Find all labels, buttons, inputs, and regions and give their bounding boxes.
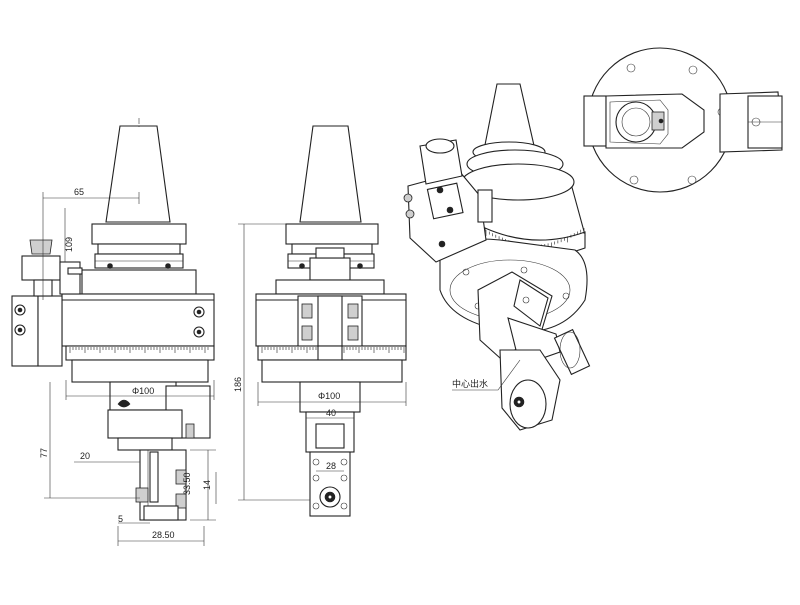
middle-flange: [285, 223, 379, 245]
dim-20: 20: [80, 451, 90, 461]
left-side-view: [11, 118, 215, 521]
top-view: [583, 47, 783, 193]
middle-taper-shank: [299, 125, 362, 223]
dim-40: 40: [326, 408, 336, 418]
left-flange-lower: [97, 243, 181, 255]
dim-phi100-left: Φ100: [132, 386, 154, 396]
middle-dimensions: 186 Φ100 40 28: [233, 223, 407, 501]
callout-center-coolant: 中心出水: [452, 378, 488, 389]
dim-186: 186: [233, 377, 243, 392]
middle-front-view: [255, 125, 407, 517]
left-scale-ticks: [69, 347, 209, 353]
dim-65: 65: [74, 187, 84, 197]
dim-109: 109: [64, 237, 74, 252]
dim-28: 28: [326, 461, 336, 471]
middle-stop-block: [309, 257, 351, 281]
dim-phi100-middle: Φ100: [318, 391, 340, 401]
dim-33-50: 33.50: [182, 472, 192, 495]
left-neck: [81, 269, 197, 295]
isometric-view: 中心出水: [403, 83, 591, 431]
top-view-stop: [583, 95, 607, 147]
middle-scale-ticks: [261, 347, 405, 353]
left-flange: [91, 223, 187, 245]
iso-taper-shank: [483, 83, 536, 151]
left-taper-shank: [105, 125, 171, 223]
dim-14: 14: [202, 480, 212, 490]
left-main-body: [61, 293, 215, 347]
left-dimensions: 65 109 Φ100 77 20 33.50 14 5 28.50: [39, 187, 217, 546]
dim-28-50: 28.50: [152, 530, 175, 540]
left-upper-stopper: [21, 255, 61, 281]
dim-5: 5: [118, 514, 123, 524]
dim-77: 77: [39, 448, 49, 458]
